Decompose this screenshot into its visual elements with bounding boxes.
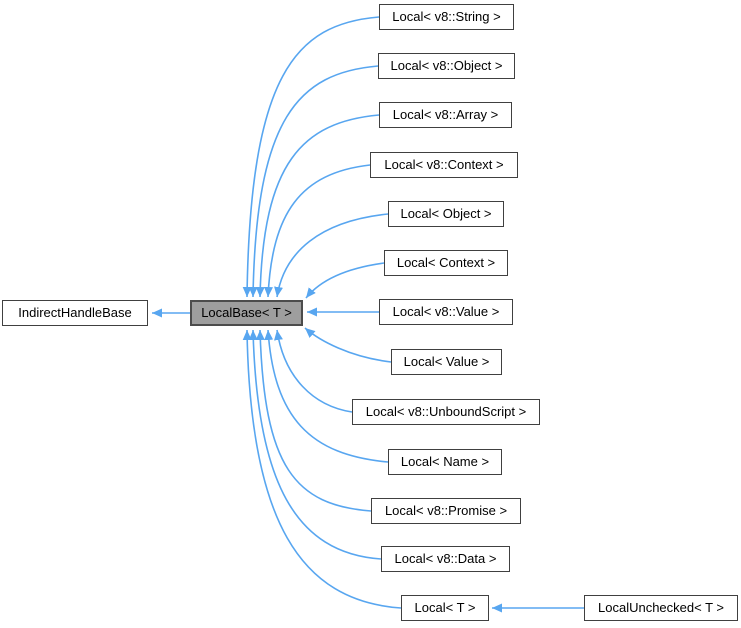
edge-local-v8-object: [248, 65, 379, 298]
node-local-v8-promise[interactable]: Local< v8::Promise >: [371, 498, 521, 524]
node-local-value[interactable]: Local< Value >: [391, 349, 502, 375]
edge-local-context: [305, 262, 385, 299]
node-local-t[interactable]: Local< T >: [401, 595, 489, 621]
node-local-v8-unboundscript[interactable]: Local< v8::UnboundScript >: [352, 399, 540, 425]
edge-local-t: [242, 329, 402, 609]
node-local-name[interactable]: Local< Name >: [388, 449, 502, 475]
node-local-v8-context[interactable]: Local< v8::Context >: [370, 152, 518, 178]
node-local-v8-object[interactable]: Local< v8::Object >: [378, 53, 515, 79]
node-localbase[interactable]: LocalBase< T >: [190, 300, 303, 326]
node-indirecthandlebase[interactable]: IndirectHandleBase: [2, 300, 148, 326]
edge-local-object: [274, 213, 389, 298]
edge-local-name: [264, 329, 389, 463]
node-localunchecked-t[interactable]: LocalUnchecked< T >: [584, 595, 738, 621]
edge-local-v8-promise: [255, 329, 372, 512]
edge-local-v8-context: [263, 164, 371, 298]
node-local-object[interactable]: Local< Object >: [388, 201, 504, 227]
edge-local-v8-string: [242, 16, 380, 298]
node-local-v8-data[interactable]: Local< v8::Data >: [381, 546, 510, 572]
edge-local-v8-array: [255, 114, 380, 298]
edge-local-v8-unboundscript: [274, 329, 353, 413]
node-local-context[interactable]: Local< Context >: [384, 250, 508, 276]
edge-local-value: [304, 327, 392, 363]
edge-local-v8-data: [248, 329, 382, 560]
node-local-v8-array[interactable]: Local< v8::Array >: [379, 102, 512, 128]
node-local-v8-string[interactable]: Local< v8::String >: [379, 4, 514, 30]
node-local-v8-value[interactable]: Local< v8::Value >: [379, 299, 513, 325]
